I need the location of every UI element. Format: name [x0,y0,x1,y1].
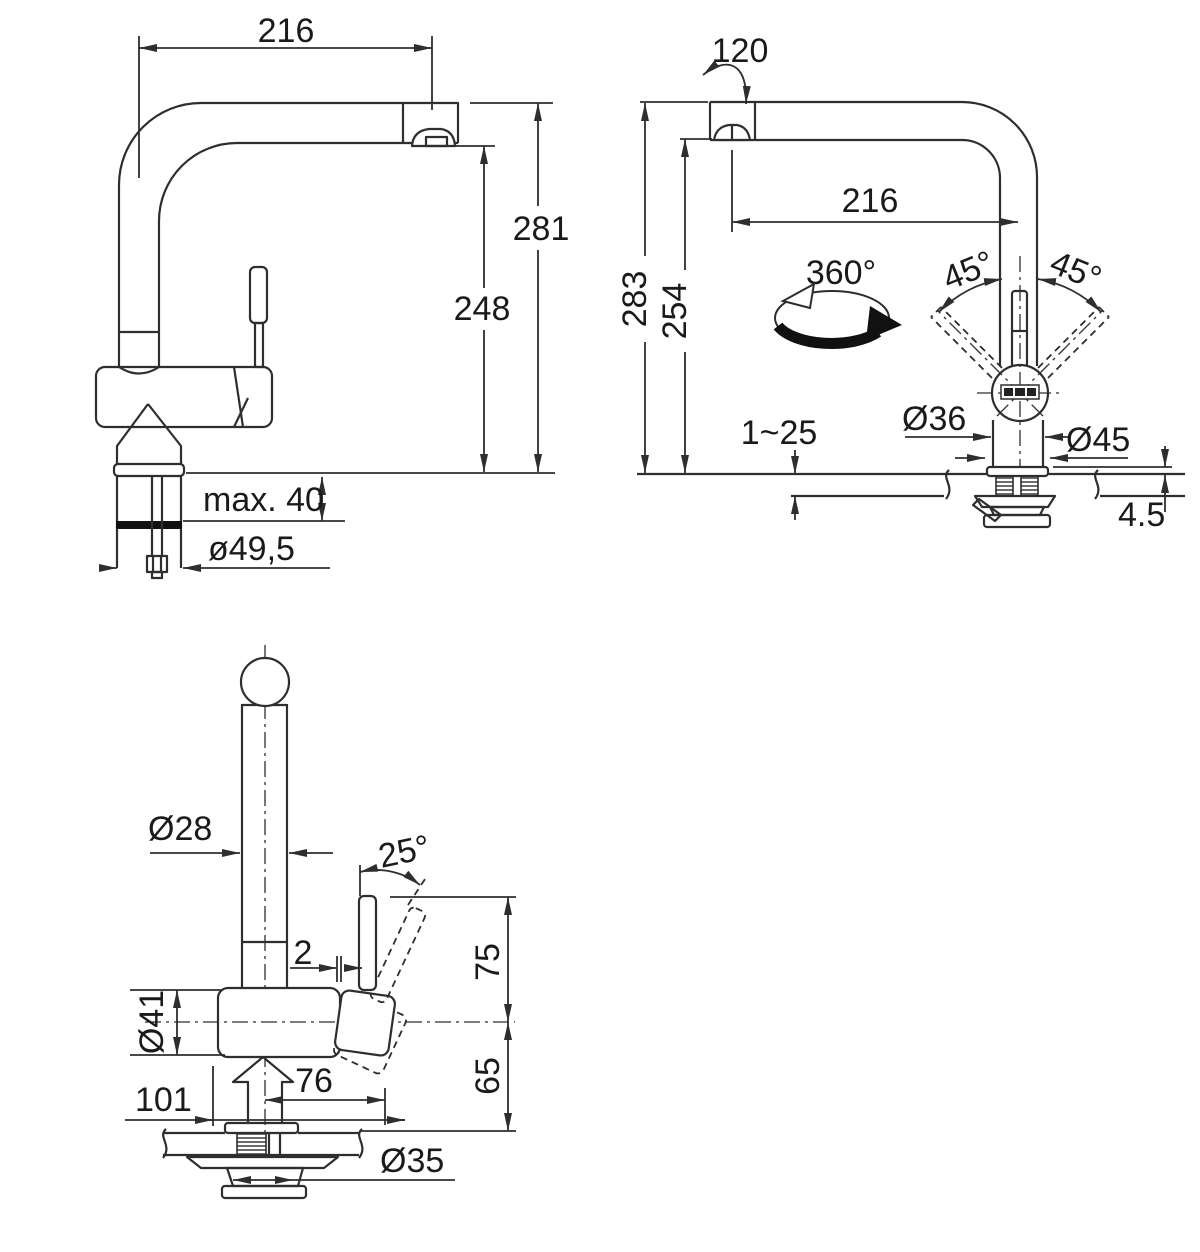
base-flange [112,462,186,478]
mounting-thread [236,1132,267,1158]
dim-front-height-spout: 254 [656,283,694,340]
rotation-360-icon [773,282,902,349]
countertop-break-left [162,1128,168,1159]
dim-front-rotation: 360° [806,254,876,292]
seal-washer [116,521,182,529]
dim-front-swivel: 120 [712,32,769,70]
countertop-break-left [945,469,951,500]
base-flange [223,1121,300,1135]
spout-outer-profile [117,101,460,367]
handle-lever-stem [253,321,265,369]
tube-top-edge [710,100,1039,366]
dim-profile-depth-total: 101 [135,1081,192,1119]
dim-arc-handle-tilt [359,863,421,886]
dim-arc-45-right [1037,278,1102,313]
clamp-cap [220,1184,308,1200]
dim-side-reach: 216 [258,12,315,50]
body-handle-wedge [233,397,249,428]
dim-front-escutcheon-dia: Ø45 [1066,421,1130,459]
dim-profile-body-dia: Ø41 [133,990,171,1054]
dim-profile-handle-depth: 76 [295,1062,333,1100]
mounting-thread-left [995,475,1014,497]
dim-front-body-dia: Ø36 [902,400,966,438]
mounting-thread-right [1020,475,1039,497]
centerline-diag-left [937,310,1044,417]
clamp-plate [185,1155,340,1170]
stud-tip [150,570,164,580]
dim-profile-tailpiece-dia: Ø35 [380,1142,444,1180]
countertop-break-right [1094,469,1100,500]
valve-cartridge [334,989,396,1057]
aerator-outlet [424,135,449,148]
handle-lever-45-left [930,306,1003,379]
dim-arc-45-left [938,278,1003,313]
clamp-plate [973,494,1057,509]
spout-tube-end [239,656,291,708]
dim-side-deck-thickness: max. 40 [203,481,324,519]
escutcheon-flange [985,465,1050,478]
dim-front-escutcheon-height: 4.5 [1118,496,1165,534]
handle-lever-profile [357,894,378,992]
extension-line-tilted [407,875,428,906]
base-cone [115,403,183,464]
dim-profile-handle-tilt: 25° [375,828,433,876]
riser-body-junction [118,366,160,375]
handle-lever-grip [248,265,269,325]
handle-lever-45-right [1037,306,1110,379]
clamp-cap [982,513,1052,529]
view-profile-elevation: Ø28 25° 2 75 65 Ø41 76 101 [125,645,516,1200]
dim-side-height-spout: 248 [454,290,511,328]
centerline-diag-right [996,310,1103,417]
dim-profile-handle-offset: 2 [294,934,313,972]
body-handle-joint [232,366,245,428]
spout-inner-profile [157,141,458,367]
mixer-body [94,365,274,429]
dim-profile-handle-height: 75 [469,943,507,981]
dim-profile-tube-dia: Ø28 [148,810,212,848]
tube-bottom-edge [755,138,1002,366]
dim-profile-body-height: 65 [469,1057,507,1095]
view-side-elevation: 216 281 248 max. 40 ø49,5 [94,12,570,580]
base-cone [231,1056,295,1123]
franke-logo-badge [1000,384,1040,400]
clamp-tab [971,497,1003,523]
handle-lever-tilted [369,906,426,1004]
mounting-nut [145,554,169,574]
swivel-arrow-icon [702,60,751,105]
dim-front-handle-right: 45° [1045,244,1107,298]
dim-side-base-diameter: ø49,5 [208,530,295,568]
dim-front-reach: 216 [842,182,899,220]
dim-front-deck-range: 1~25 [741,414,818,452]
valve-cartridge-tilted [333,995,407,1075]
view-front-elevation: 120 283 254 216 360° 45° 45° 1~25 [616,32,1185,534]
dim-front-handle-left: 45° [937,244,999,298]
clamp-cone [225,1166,305,1188]
countertop-break-right [358,1128,364,1159]
dim-front-height-total: 283 [616,271,654,328]
dim-side-height-total: 281 [513,210,570,248]
